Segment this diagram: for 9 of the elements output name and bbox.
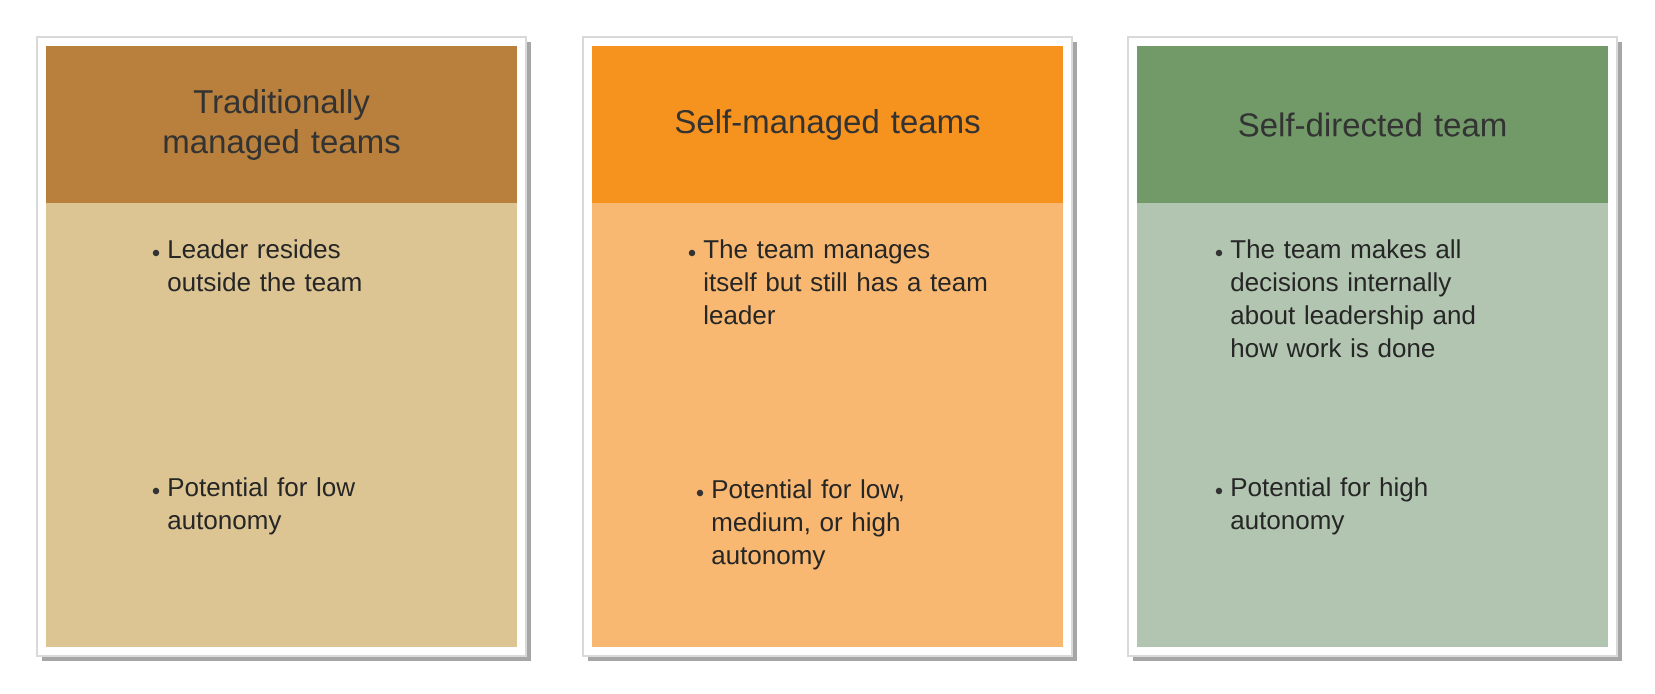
card-header: Self-directed team bbox=[1137, 46, 1608, 203]
bullet-text: Potential for high autonomy bbox=[1231, 477, 1427, 535]
bullet-text: Potential for low autonomy bbox=[168, 477, 356, 535]
bullet-text: The team makes all decisions internally about leadership and how work is done bbox=[1230, 239, 1475, 358]
bullet-text: Leader resides outside the team bbox=[168, 239, 361, 292]
card-header: Self-managed teams bbox=[592, 46, 1063, 203]
card-header: Traditionally managed teams bbox=[46, 46, 517, 203]
bullet-text: Potential for low, medium, or high autonomy bbox=[712, 479, 903, 570]
bullet-text: The team manages itself but still has a team leader bbox=[703, 239, 987, 325]
